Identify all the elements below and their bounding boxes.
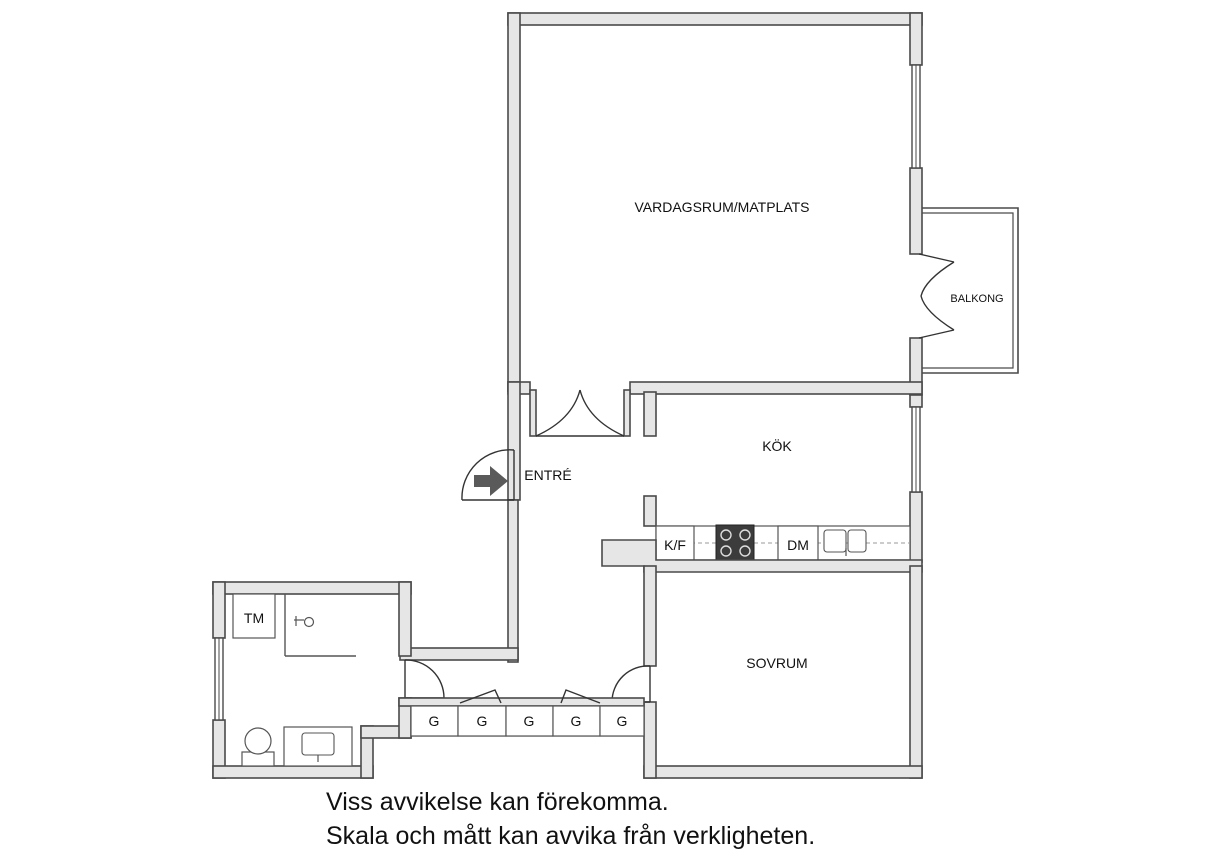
wardrobe-label: G <box>477 713 488 729</box>
bathroom-window <box>214 637 224 721</box>
disclaimer-line-1: Viss avvikelse kan förekomma. <box>326 788 669 816</box>
balcony-door <box>918 253 955 339</box>
bathroom-door <box>404 659 445 699</box>
washing-machine-icon <box>232 593 276 639</box>
room-label-balcony: BALKONG <box>950 293 1003 305</box>
kitchen-window <box>911 406 921 493</box>
wardrobe-label: G <box>617 713 628 729</box>
bedroom-walls <box>643 565 923 779</box>
wardrobe-label: G <box>429 713 440 729</box>
floor-plan: VARDAGSRUM/MATPLATS BALKONG KÖK ENTRÉ SO… <box>212 12 1019 779</box>
living-double-door <box>529 389 631 437</box>
entrance-arrow-icon <box>474 466 508 496</box>
bedroom-door <box>611 665 651 703</box>
toilet-icon <box>241 727 275 767</box>
living-window <box>911 64 921 169</box>
room-label-kitchen: KÖK <box>762 437 792 454</box>
room-label-entrance: ENTRÉ <box>524 467 571 483</box>
disclaimer-line-2: Skala och mått kan avvika från verklighe… <box>326 822 816 850</box>
fridge-freezer-label: K/F <box>664 537 686 553</box>
kitchen-bedroom-wall <box>601 539 923 573</box>
kitchen-walls <box>643 391 923 563</box>
entrance-door <box>461 449 515 501</box>
bathroom-sink-icon <box>283 726 353 767</box>
kitchen-counter <box>655 524 911 562</box>
bathroom-walls <box>212 581 412 779</box>
wardrobe-row <box>398 689 645 737</box>
washing-machine-label: TM <box>244 610 264 626</box>
entrance-walls <box>399 381 521 663</box>
living-room-walls <box>507 12 923 396</box>
room-label-bedroom: SOVRUM <box>746 655 807 671</box>
wardrobe-label: G <box>571 713 582 729</box>
shower-icon <box>284 594 356 657</box>
balcony-outline <box>922 207 1019 374</box>
wardrobe-label: G <box>524 713 535 729</box>
dishwasher-label: DM <box>787 537 809 553</box>
room-label-living: VARDAGSRUM/MATPLATS <box>634 199 809 215</box>
kitchen-sink-icon <box>823 529 867 556</box>
